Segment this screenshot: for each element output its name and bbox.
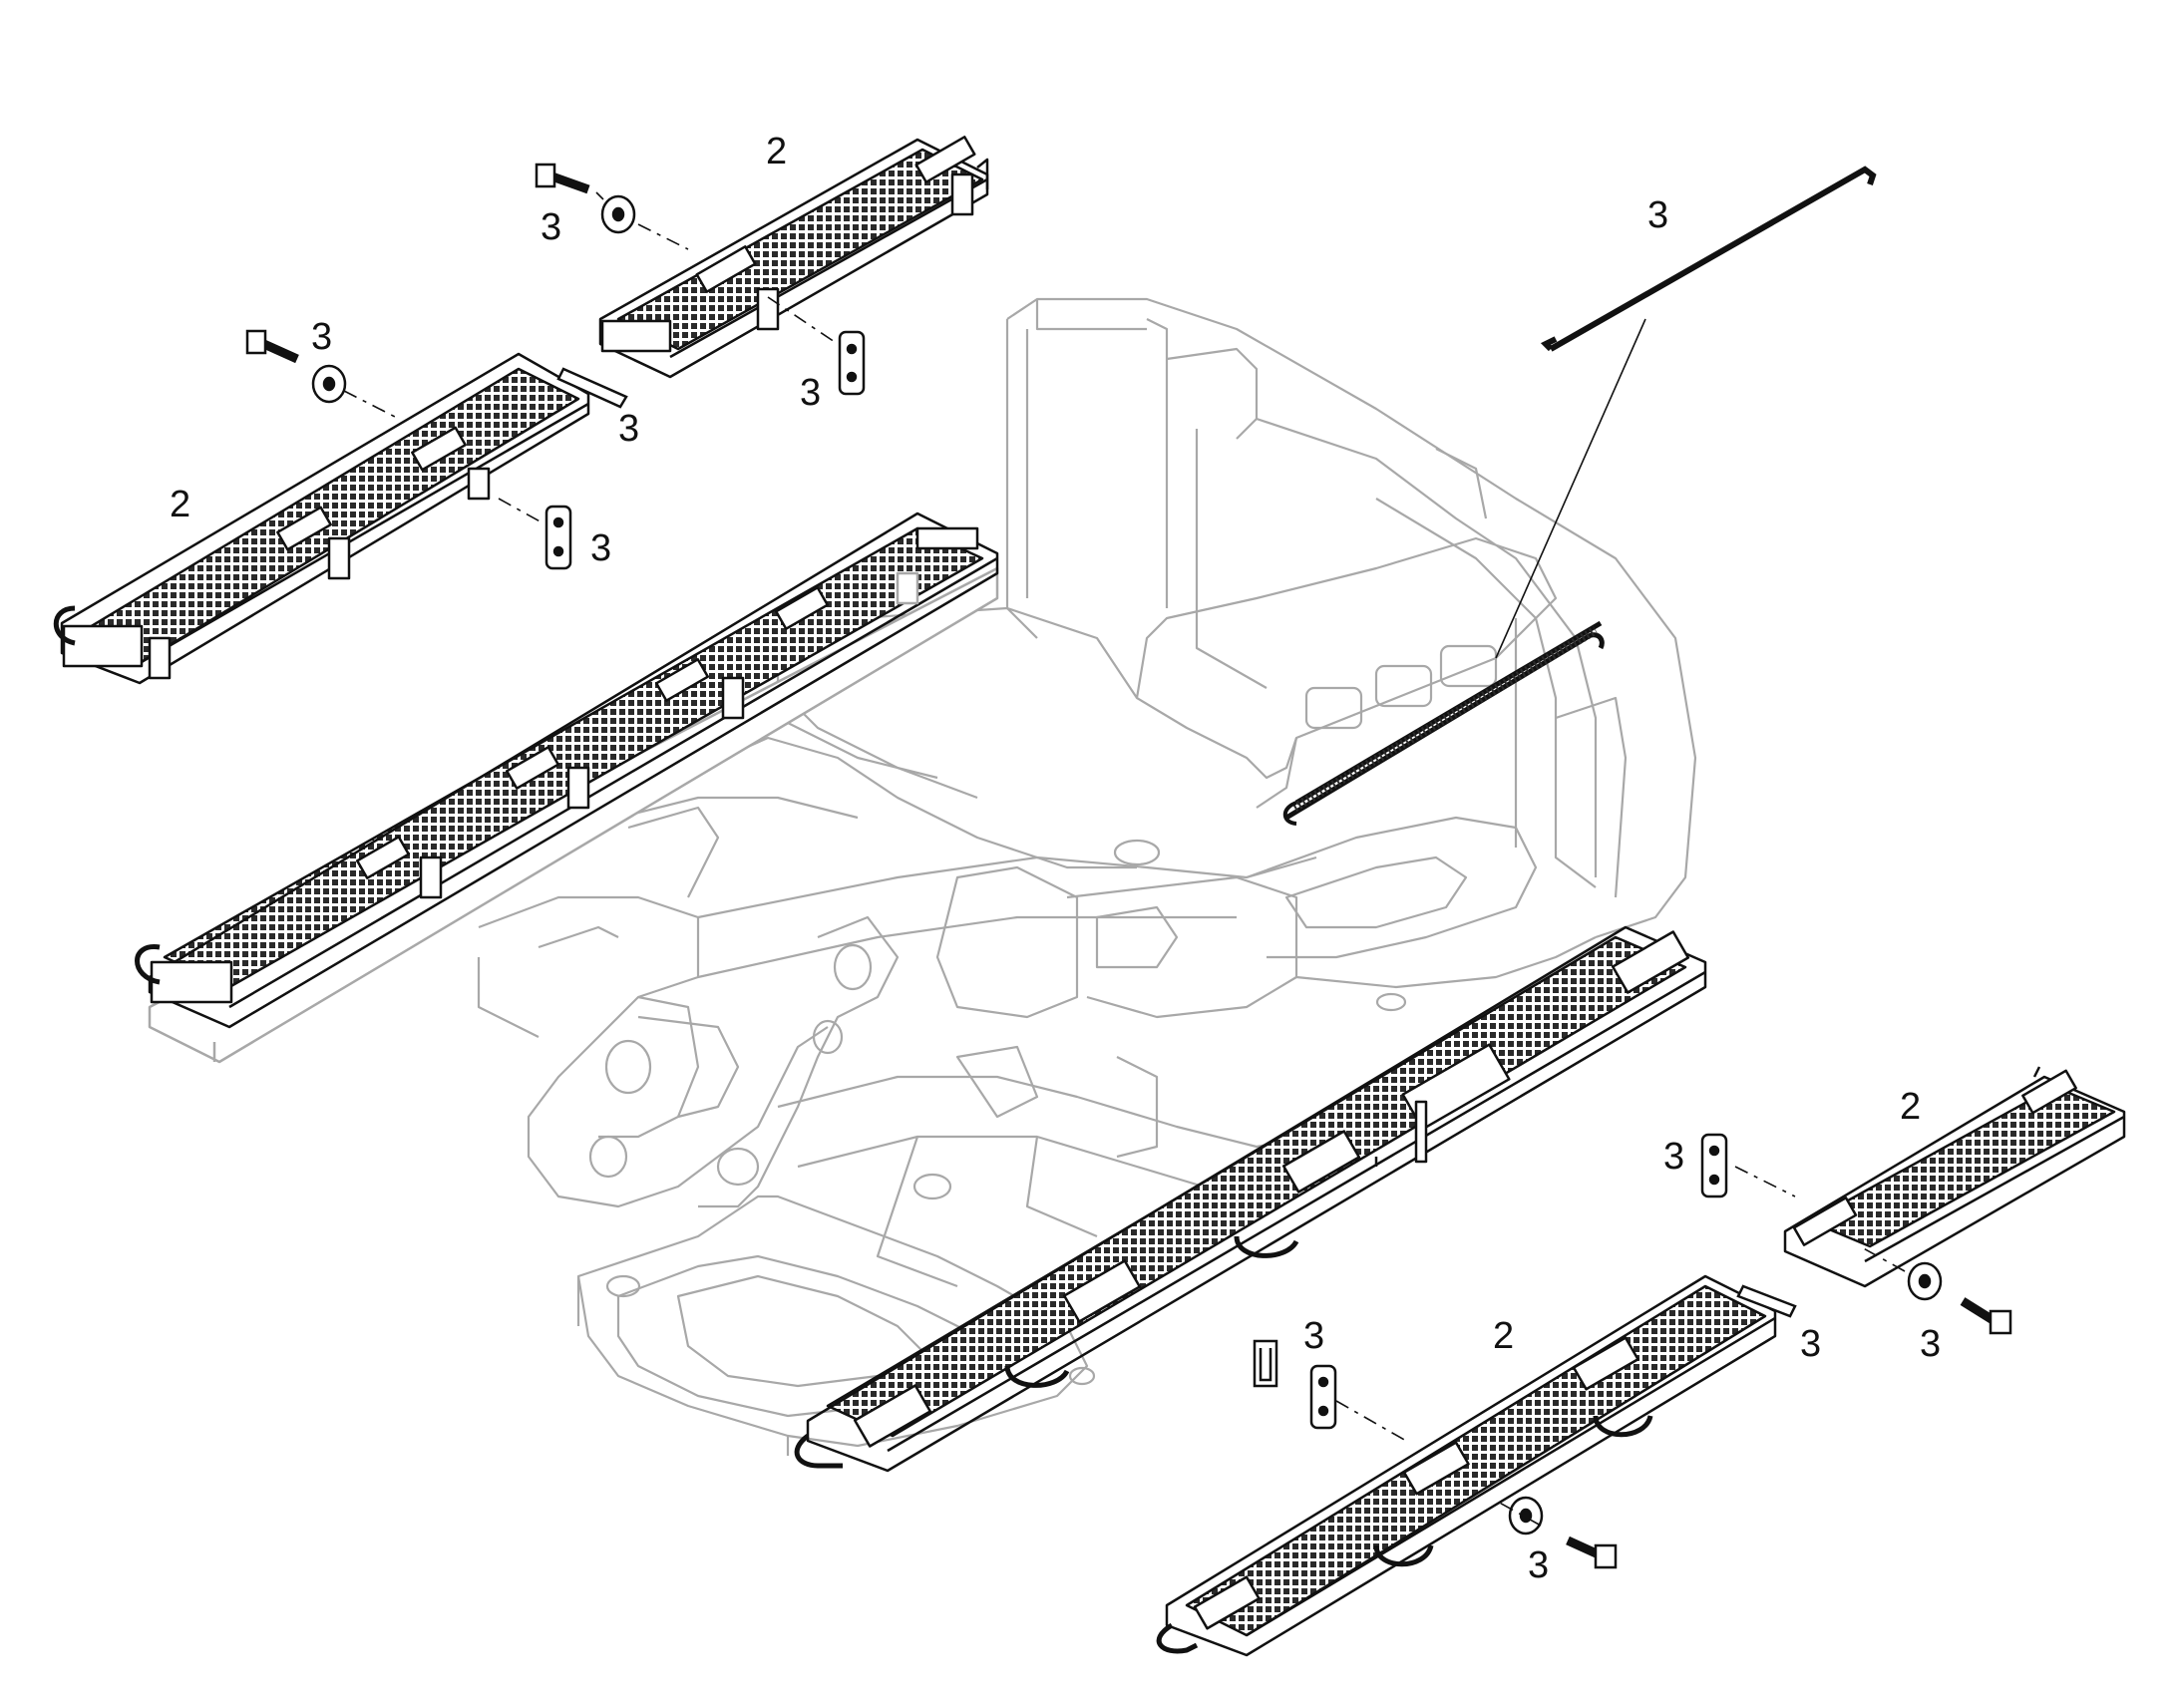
callout-bolt-upper-right: 3 bbox=[541, 206, 561, 248]
hardware bbox=[245, 163, 2012, 1569]
callout-plate-lower-right: 3 bbox=[1663, 1136, 1684, 1178]
callout-link-lower: 3 bbox=[1800, 1323, 1821, 1365]
callout-labels: 2 3 3 3 3 3 2 3 2 3 3 3 3 2 3 bbox=[170, 131, 1941, 1586]
plate-upper-right-part bbox=[838, 330, 866, 396]
lower-step bbox=[1156, 1274, 1777, 1657]
lower-right-step bbox=[1783, 1066, 2126, 1288]
callout-step-lower: 2 bbox=[1493, 1315, 1514, 1357]
callout-step-left: 2 bbox=[170, 484, 190, 525]
leader-lines bbox=[343, 191, 1906, 1527]
callout-bolt-lower: 3 bbox=[1528, 1544, 1549, 1586]
lower-right-step-grating bbox=[1808, 1085, 2116, 1248]
link-upper-part bbox=[556, 367, 628, 409]
plate-upper-left-part bbox=[545, 505, 572, 570]
callout-handrail: 3 bbox=[1647, 194, 1668, 236]
left-step-frame bbox=[148, 512, 999, 1029]
left-side-step-assembly bbox=[135, 512, 999, 1064]
front-step-frame bbox=[806, 925, 1707, 1473]
handrail-part bbox=[1549, 166, 1877, 352]
callout-step-upper-left: 3 bbox=[311, 316, 332, 358]
front-step-assembly bbox=[794, 925, 1707, 1473]
upper-left-step-grating bbox=[78, 367, 580, 665]
callout-step-lower-right: 2 bbox=[1900, 1086, 1921, 1128]
callout-plate-upper-right: 3 bbox=[800, 372, 821, 414]
excavator-frame bbox=[477, 297, 1697, 1456]
left-step-handle bbox=[135, 944, 161, 985]
upper-left-step bbox=[53, 352, 590, 685]
cab-handrail-assembly bbox=[1282, 620, 1605, 826]
bolt-upper-left-part bbox=[245, 329, 299, 364]
bolt-lower-part bbox=[1566, 1536, 1618, 1569]
plate-lower-part bbox=[1309, 1364, 1337, 1430]
callout-bolt-lower-right: 3 bbox=[1920, 1323, 1941, 1365]
bolt-upper-right-part bbox=[535, 163, 590, 194]
upper-right-step bbox=[598, 136, 989, 379]
left-rail-side-skirt bbox=[148, 566, 999, 1064]
callout-step-upper-right: 2 bbox=[766, 131, 787, 172]
left-step-end-plate bbox=[150, 960, 233, 1004]
callout-clip-lower: 3 bbox=[1303, 1315, 1324, 1357]
plate-lower-right-part bbox=[1700, 1133, 1728, 1198]
callout-link-upper: 3 bbox=[618, 408, 639, 450]
lower-step-grating bbox=[1185, 1284, 1767, 1637]
bolt-lower-right-part bbox=[1960, 1297, 2012, 1335]
link-lower-part bbox=[1736, 1284, 1797, 1318]
callout-plate-upper-left: 3 bbox=[590, 527, 611, 569]
